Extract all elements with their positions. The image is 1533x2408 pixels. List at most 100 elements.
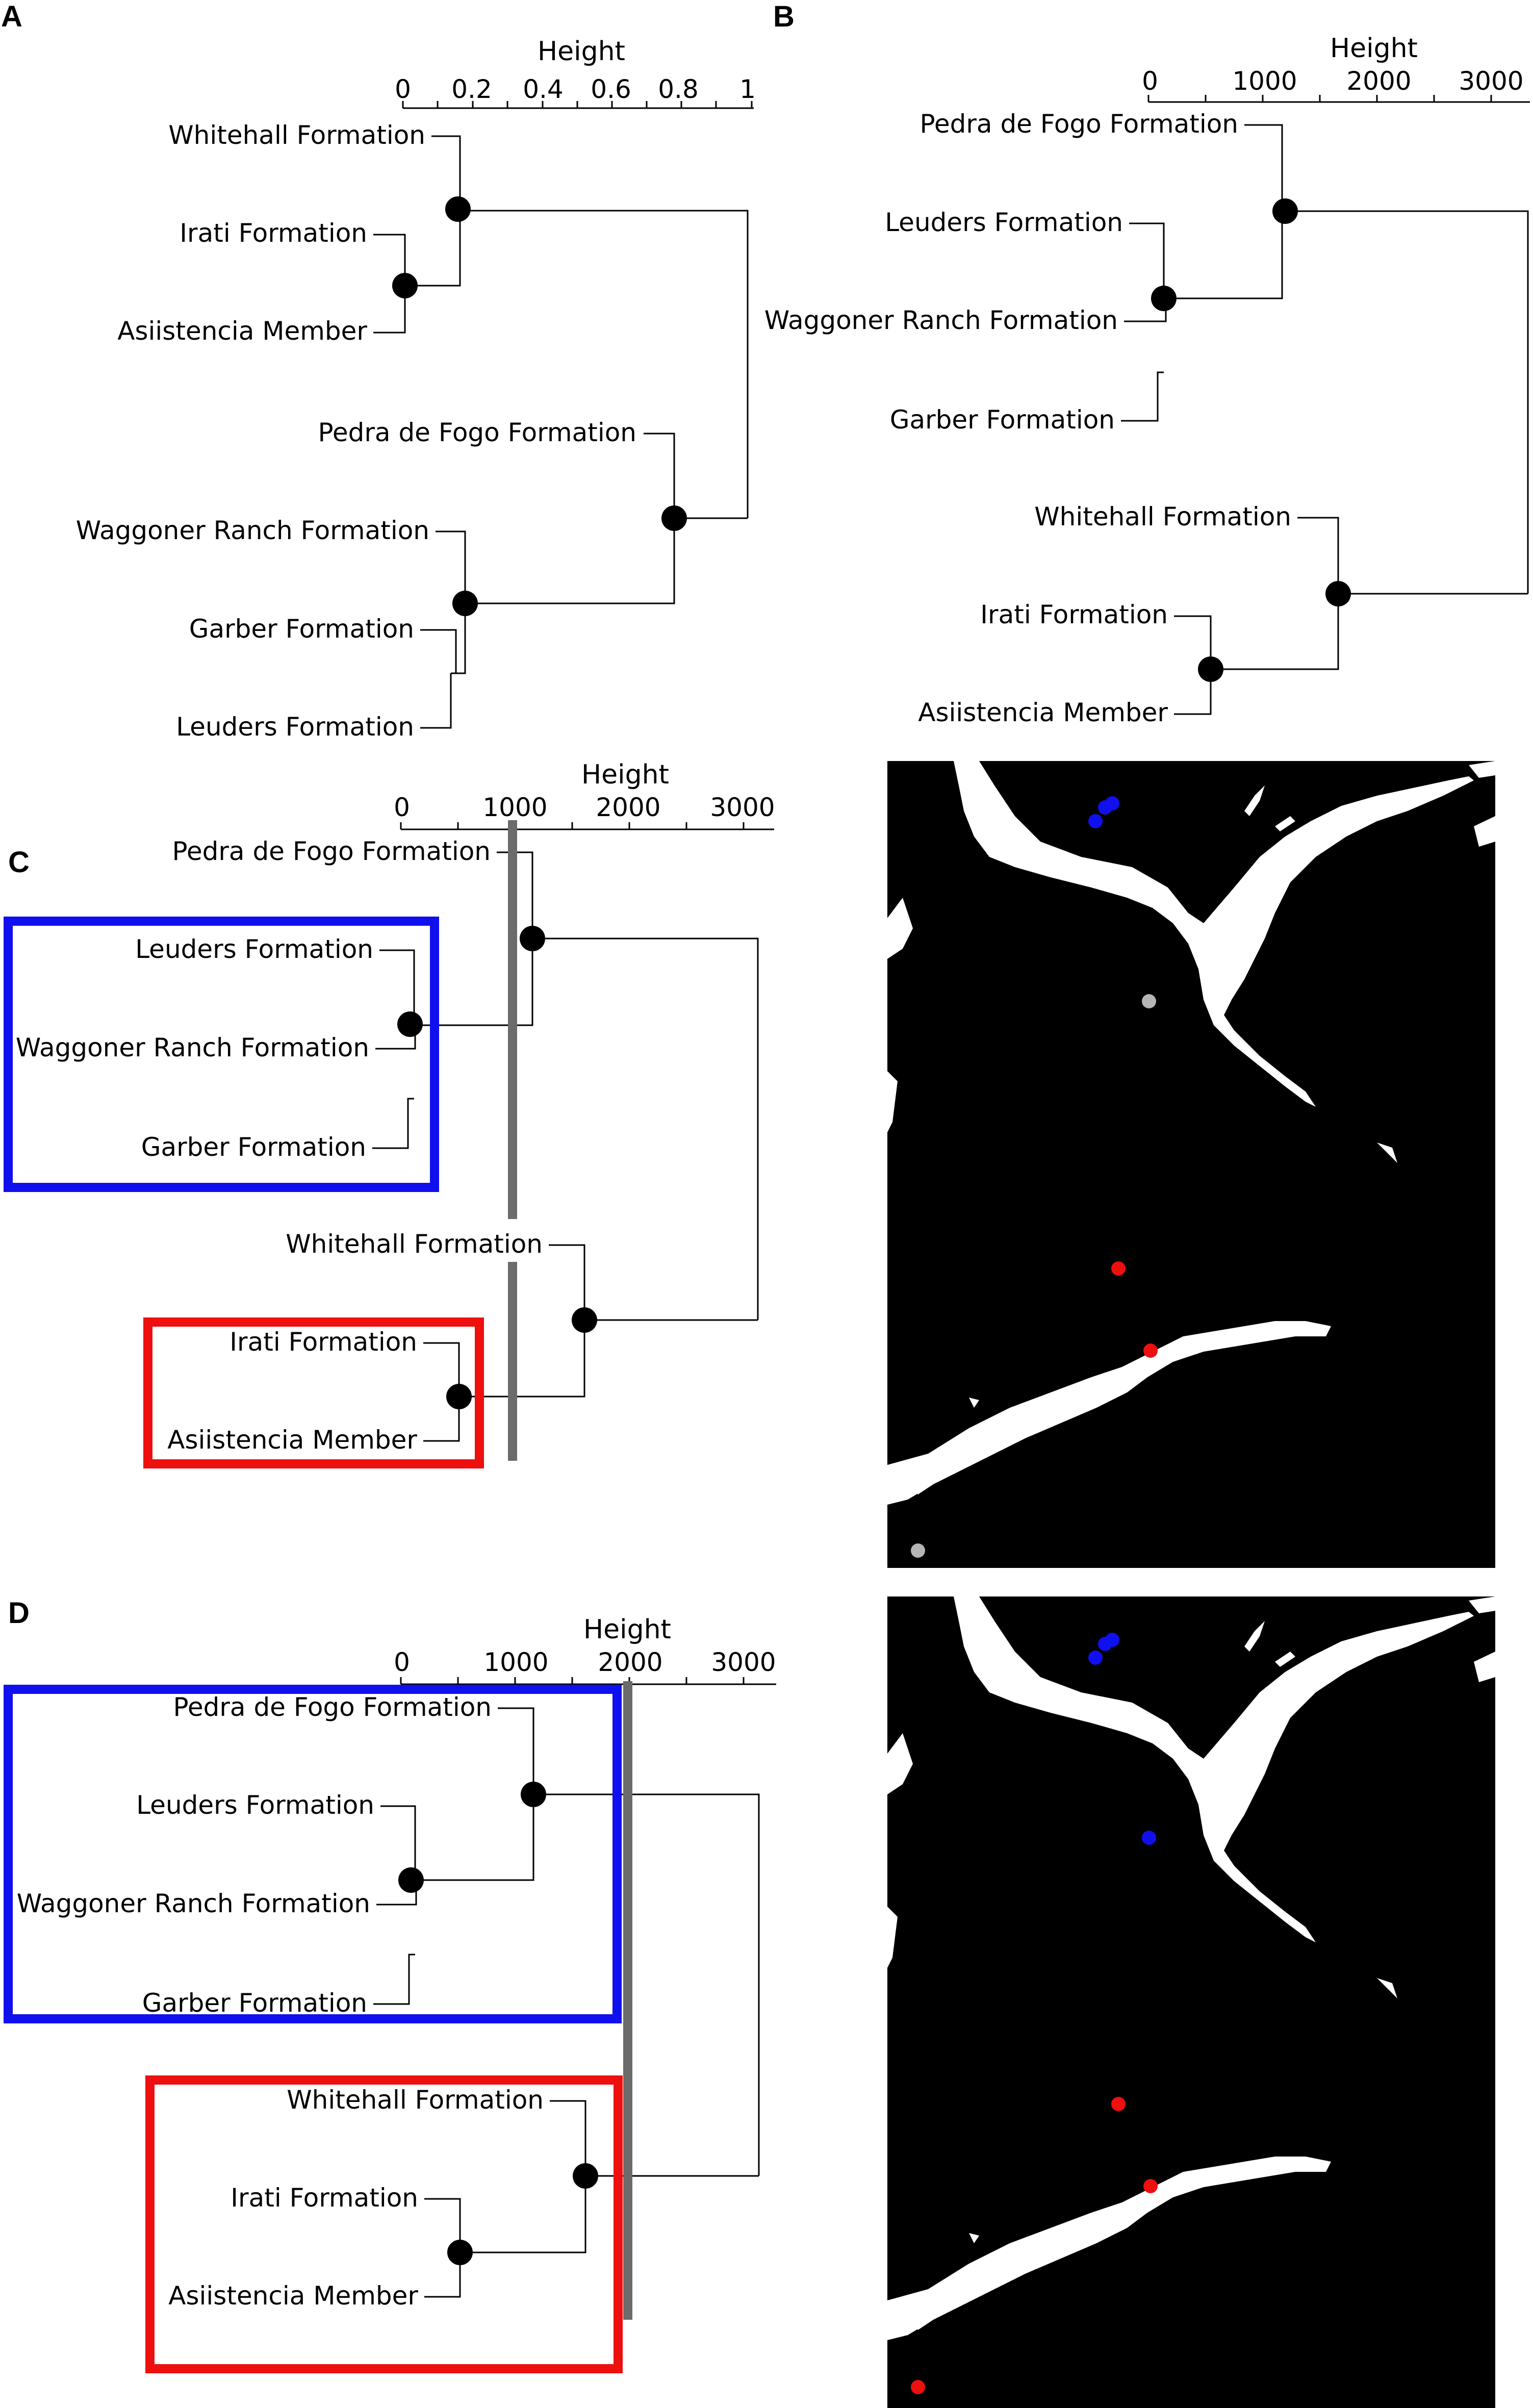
node-b-1 [1272, 198, 1298, 224]
node-d-2 [398, 1867, 424, 1893]
dendrogram-branches-b [1121, 124, 1529, 715]
tip-label-d-2: Waggoner Ranch Formation [17, 1889, 370, 1918]
tick-label-b-1: 1000 [1232, 66, 1297, 96]
site-blue-icon [1098, 800, 1112, 815]
node-a-1 [445, 196, 471, 222]
tip-label-b-6: Asiistencia Member [918, 698, 1168, 727]
tip-label-c-2: Waggoner Ranch Formation [16, 1033, 369, 1062]
tip-label-a-3: Pedra de Fogo Formation [318, 418, 636, 447]
map-c [887, 761, 1495, 1568]
node-a-4 [452, 591, 478, 616]
map-d-water [887, 1596, 1495, 2340]
panel-d: D Height 0 1000 2000 3000 Pedra de Fogo … [4, 1596, 776, 2373]
cluster-box-blue-d [4, 1685, 622, 2023]
node-c-1 [520, 926, 545, 951]
cluster-box-red-d [145, 2075, 623, 2373]
tick-label-a-2: 0.4 [523, 74, 564, 104]
axis-ticks-a [402, 101, 753, 108]
tick-label-a-5: 1 [739, 74, 756, 104]
tip-label-a-4: Waggoner Ranch Formation [76, 516, 429, 545]
node-b-4 [1198, 656, 1223, 682]
dendrogram-branches-a [373, 135, 749, 729]
node-c-3 [572, 1307, 597, 1333]
cut-line-c-lower [508, 1262, 517, 1461]
site-grey-icon [1142, 994, 1156, 1008]
tip-label-c-3: Garber Formation [141, 1132, 366, 1162]
tip-label-c-6: Asiistencia Member [167, 1425, 417, 1455]
node-b-2 [1151, 286, 1177, 311]
site-red-icon [1143, 1344, 1158, 1358]
tip-label-d-1: Leuders Formation [136, 1790, 374, 1820]
site-red-icon [1111, 2097, 1126, 2111]
site-blue-icon [1142, 1831, 1156, 1845]
dendrogram-branches-c [372, 851, 759, 1442]
tip-label-b-5: Irati Formation [980, 600, 1168, 629]
node-d-1 [521, 1782, 546, 1807]
cluster-box-blue-c [4, 917, 439, 1192]
node-b-3 [1325, 581, 1351, 606]
tick-label-c-3: 3000 [710, 793, 775, 822]
tick-label-b-2: 2000 [1346, 66, 1411, 96]
tip-label-b-0: Pedra de Fogo Formation [919, 109, 1238, 139]
tick-label-a-4: 0.8 [658, 74, 699, 104]
panel-letter-b: B [773, 0, 795, 33]
tip-label-a-5: Garber Formation [189, 614, 414, 644]
tip-label-b-3: Garber Formation [890, 405, 1115, 435]
tip-label-a-2: Asiistencia Member [117, 316, 367, 346]
tip-label-d-4: Whitehall Formation [287, 2085, 544, 2115]
cut-line-c-upper [508, 820, 517, 1219]
site-red-icon [911, 2380, 925, 2394]
site-blue-icon [1098, 1637, 1112, 1651]
panel-c: C Height 0 1000 2000 3000 Pedra de Fogo … [4, 759, 775, 1468]
tick-label-c-1: 1000 [482, 793, 547, 822]
map-c-water [887, 761, 1495, 1505]
panel-a: A Height 0 0.2 0.4 0.6 0.8 1 Whitehall F… [1, 0, 756, 742]
tick-label-a-3: 0.6 [591, 74, 631, 104]
tick-label-d-3: 3000 [711, 1647, 776, 1677]
site-red-icon [1111, 1261, 1126, 1276]
axis-title-b: Height [1330, 33, 1418, 64]
tick-label-a-1: 0.2 [451, 74, 492, 104]
tip-label-b-1: Leuders Formation [885, 208, 1123, 237]
node-c-2 [397, 1011, 423, 1037]
node-a-3 [661, 505, 687, 531]
node-c-4 [446, 1384, 472, 1409]
cut-line-d [623, 1681, 632, 2320]
tip-label-c-4: Whitehall Formation [286, 1229, 543, 1259]
tick-label-d-2: 2000 [598, 1647, 662, 1677]
node-a-2 [392, 273, 418, 298]
tip-label-a-0: Whitehall Formation [168, 120, 425, 150]
axis-ticks-c [400, 822, 745, 829]
panel-letter-c: C [8, 846, 30, 879]
tip-label-d-5: Irati Formation [231, 2183, 418, 2213]
tip-label-d-0: Pedra de Fogo Formation [173, 1692, 492, 1722]
panel-letter-d: D [8, 1596, 30, 1630]
site-blue-icon [1088, 1651, 1103, 1665]
tip-label-b-2: Waggoner Ranch Formation [764, 306, 1118, 335]
tip-label-c-5: Irati Formation [229, 1327, 417, 1357]
tick-label-c-0: 0 [394, 793, 410, 822]
tick-label-b-3: 3000 [1459, 66, 1523, 96]
dendrogram-branches-d [373, 1707, 760, 2298]
tick-label-b-0: 0 [1142, 66, 1158, 96]
tip-label-d-3: Garber Formation [142, 1988, 367, 2018]
tip-label-d-6: Asiistencia Member [168, 2281, 418, 2311]
tick-label-a-0: 0 [395, 74, 411, 104]
axis-title-a: Height [538, 36, 625, 67]
tip-label-c-1: Leuders Formation [135, 934, 373, 964]
node-d-3 [573, 2163, 598, 2189]
axis-ticks-d [400, 1677, 745, 1684]
tip-label-c-0: Pedra de Fogo Formation [172, 837, 491, 866]
axis-ticks-b [1147, 95, 1492, 102]
site-red-icon [1143, 2179, 1158, 2193]
map-d [887, 1596, 1495, 2408]
axis-title-d: Height [583, 1614, 671, 1645]
node-d-4 [447, 2240, 473, 2265]
cluster-box-red-c [143, 1317, 484, 1468]
tip-label-a-6: Leuders Formation [176, 712, 414, 742]
tip-label-b-4: Whitehall Formation [1034, 502, 1291, 531]
tick-label-d-1: 1000 [483, 1647, 548, 1677]
panel-letter-a: A [1, 0, 22, 33]
tick-label-d-0: 0 [394, 1647, 410, 1677]
